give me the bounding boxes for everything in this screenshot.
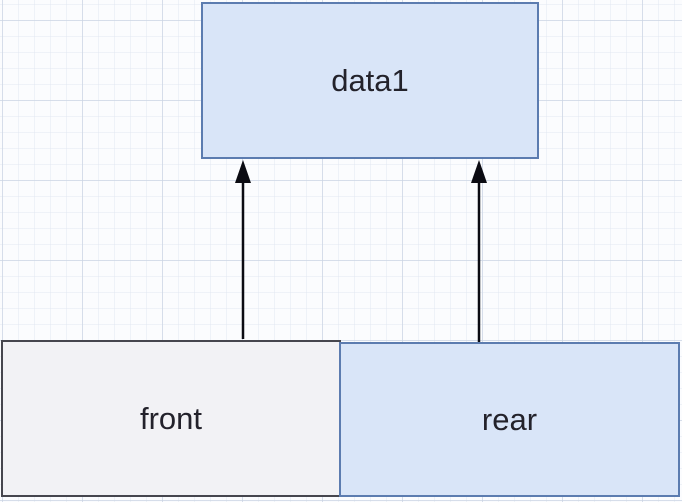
arrow-rear-to-data1 xyxy=(471,160,487,342)
arrowhead-up-icon xyxy=(471,160,487,183)
arrow-front-to-data1 xyxy=(235,160,251,339)
arrowhead-up-icon xyxy=(235,160,251,183)
node-front: front xyxy=(1,340,341,497)
node-data1-label: data1 xyxy=(331,62,409,98)
node-rear: rear xyxy=(339,342,680,497)
node-rear-label: rear xyxy=(481,401,538,437)
node-data1: data1 xyxy=(201,2,539,159)
node-front-label: front xyxy=(139,400,203,436)
